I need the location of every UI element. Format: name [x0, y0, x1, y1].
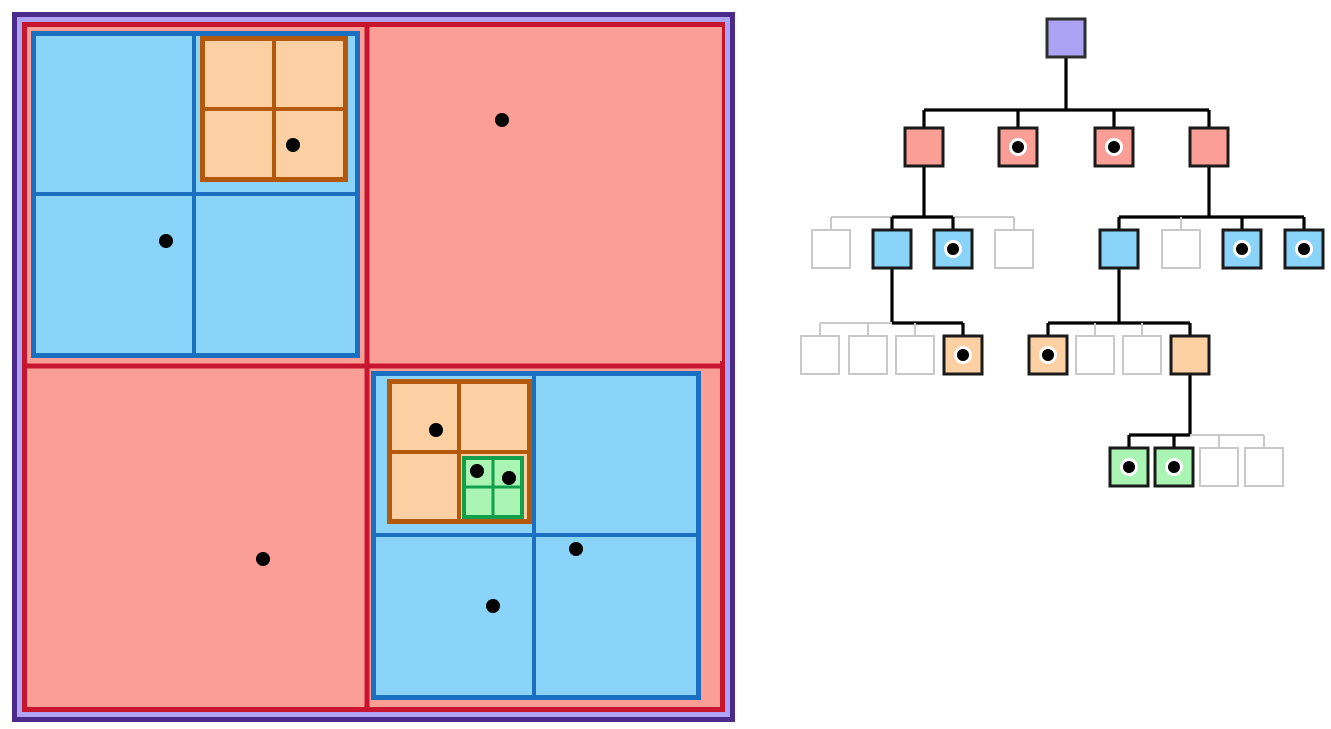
tree-node-blue-b3-point-dot: [1298, 243, 1310, 255]
tree-node-root[interactable]: [1045, 17, 1087, 59]
tree-node-orange-a2-box[interactable]: [895, 335, 935, 375]
point-6: [470, 464, 484, 478]
tree-node-blue-a3[interactable]: [994, 229, 1034, 269]
edge-blue-a1-to-orange-a: [819, 268, 965, 336]
region-sw-red-leaf: [27, 371, 362, 707]
tree-node-red-ne[interactable]: [997, 126, 1039, 168]
edge-orange-b3-to-green: [1127, 374, 1265, 448]
tree-level-3: [800, 334, 1211, 376]
region-nw-ne-orange: [200, 36, 348, 182]
tree-node-root-box[interactable]: [1045, 17, 1087, 59]
point-2: [159, 234, 173, 248]
point-4: [256, 552, 270, 566]
quadtree-canvas: [12, 12, 735, 722]
tree-node-orange-a3[interactable]: [942, 334, 984, 376]
tree-node-orange-b1[interactable]: [1075, 335, 1115, 375]
tree-node-orange-b2-box[interactable]: [1122, 335, 1162, 375]
point-3: [495, 113, 509, 127]
tree-node-red-ne-point-dot: [1012, 141, 1024, 153]
tree-node-green-0[interactable]: [1108, 446, 1150, 488]
tree-node-orange-b0[interactable]: [1027, 334, 1069, 376]
point-5: [429, 423, 443, 437]
tree-level-4: [1108, 446, 1284, 488]
tree-node-green-2[interactable]: [1199, 447, 1239, 487]
tree-node-orange-b1-box[interactable]: [1075, 335, 1115, 375]
point-8: [569, 542, 583, 556]
point-9: [486, 599, 500, 613]
tree-node-green-2-box[interactable]: [1199, 447, 1239, 487]
tree-node-green-1-point-dot: [1168, 461, 1180, 473]
tree-node-blue-b2[interactable]: [1221, 228, 1263, 270]
tree-node-green-1[interactable]: [1153, 446, 1195, 488]
region-ne-red-leaf-rect: [372, 27, 722, 361]
tree-level-root: [1045, 17, 1087, 59]
tree-node-green-3[interactable]: [1244, 447, 1284, 487]
edge-blue-b0-to-orange-b: [1046, 268, 1192, 336]
tree-node-orange-b3[interactable]: [1169, 334, 1211, 376]
tree-node-orange-a2[interactable]: [895, 335, 935, 375]
tree-node-orange-a0[interactable]: [800, 335, 840, 375]
point-1: [286, 138, 300, 152]
point-7: [502, 471, 516, 485]
region-se-nw-se-green: [462, 456, 524, 519]
tree-node-blue-a0-box[interactable]: [811, 229, 851, 269]
edge-root-to-level1: [922, 57, 1211, 128]
tree-node-orange-a0-box[interactable]: [800, 335, 840, 375]
tree-node-blue-b3-box[interactable]: [1283, 228, 1325, 270]
quadtree-panel: [12, 12, 735, 722]
tree-level-2: [811, 228, 1325, 270]
tree-node-orange-a1-box[interactable]: [848, 335, 888, 375]
tree-node-red-nw-box[interactable]: [903, 126, 945, 168]
tree-node-orange-b2[interactable]: [1122, 335, 1162, 375]
tree-node-blue-b1[interactable]: [1161, 229, 1201, 269]
tree-node-orange-b0-point-dot: [1042, 349, 1054, 361]
level1-split: [24, 24, 723, 710]
tree-node-orange-a1[interactable]: [848, 335, 888, 375]
tree-node-blue-a0[interactable]: [811, 229, 851, 269]
tree-node-red-se[interactable]: [1188, 126, 1230, 168]
tree-edges: [819, 57, 1306, 448]
tree-panel: [760, 0, 1331, 729]
tree-node-red-sw-point-dot: [1108, 141, 1120, 153]
tree-node-blue-b1-box[interactable]: [1161, 229, 1201, 269]
tree-node-blue-a2[interactable]: [932, 228, 974, 270]
tree-node-green-3-box[interactable]: [1244, 447, 1284, 487]
region-sw-red-leaf-rect: [27, 371, 362, 707]
tree-node-red-nw[interactable]: [903, 126, 945, 168]
tree-node-blue-b3[interactable]: [1283, 228, 1325, 270]
tree-canvas: [800, 17, 1325, 488]
tree-node-blue-b2-point-dot: [1236, 243, 1248, 255]
tree-node-orange-a3-point-dot: [957, 349, 969, 361]
edge-red-nw-to-blue-a: [830, 166, 1015, 230]
tree-node-red-sw[interactable]: [1093, 126, 1135, 168]
tree-node-blue-a1[interactable]: [871, 228, 913, 270]
tree-level-1: [903, 126, 1230, 168]
tree-node-red-se-box[interactable]: [1188, 126, 1230, 168]
tree-node-orange-b3-box[interactable]: [1169, 334, 1211, 376]
tree-node-blue-a3-box[interactable]: [994, 229, 1034, 269]
region-ne-red-leaf: [372, 27, 722, 361]
tree-node-blue-b0-box[interactable]: [1098, 228, 1140, 270]
tree-node-blue-a1-box[interactable]: [871, 228, 913, 270]
edge-red-se-to-blue-b: [1117, 166, 1306, 230]
tree-node-blue-a2-point-dot: [947, 243, 959, 255]
tree-node-blue-b0[interactable]: [1098, 228, 1140, 270]
tree-node-green-0-point-dot: [1123, 461, 1135, 473]
